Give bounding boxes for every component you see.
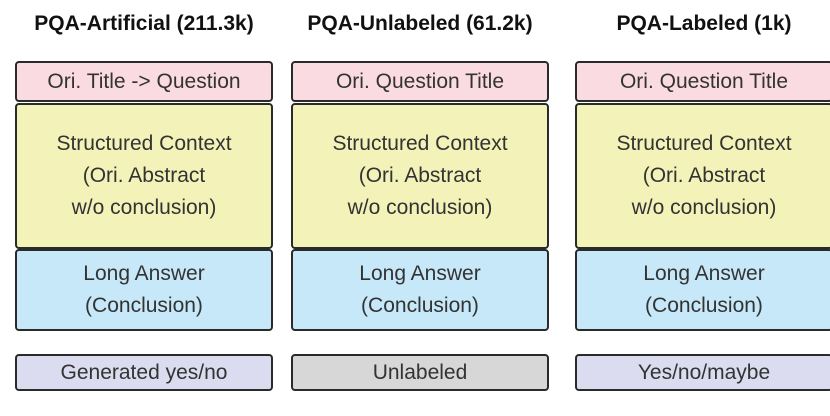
title-box: Ori. Question Title [575, 61, 830, 102]
context-box: Structured Context (Ori. Abstract w/o co… [291, 103, 549, 249]
context-line: w/o conclusion) [631, 196, 777, 219]
label-box: Generated yes/no [15, 354, 273, 391]
context-line: Structured Context [56, 132, 232, 155]
title-box: Ori. Title -> Question [15, 61, 273, 102]
answer-line: Long Answer [359, 262, 481, 285]
context-line: (Ori. Abstract [358, 164, 482, 187]
answer-line: (Conclusion) [645, 294, 763, 317]
dataset-column-unlabeled: PQA-Unlabeled (61.2k) Ori. Question Titl… [291, 0, 549, 416]
context-line: w/o conclusion) [71, 196, 217, 219]
label-box: Unlabeled [291, 354, 549, 391]
label-box-text: Unlabeled [372, 360, 468, 384]
answer-box: Long Answer (Conclusion) [15, 249, 273, 331]
title-box-text: Ori. Question Title [619, 69, 789, 93]
label-box-text: Yes/no/maybe [637, 360, 771, 384]
column-header: PQA-Labeled (1k) [616, 12, 792, 35]
dataset-column-artificial: PQA-Artificial (211.3k) Ori. Title -> Qu… [15, 0, 273, 416]
answer-box: Long Answer (Conclusion) [575, 249, 830, 331]
context-box: Structured Context (Ori. Abstract w/o co… [15, 103, 273, 249]
label-box: Yes/no/maybe [575, 354, 830, 391]
answer-line: (Conclusion) [85, 294, 203, 317]
column-header: PQA-Artificial (211.3k) [34, 12, 254, 35]
context-line: (Ori. Abstract [82, 164, 206, 187]
context-line: (Ori. Abstract [642, 164, 766, 187]
context-line: Structured Context [616, 132, 792, 155]
answer-line: (Conclusion) [361, 294, 479, 317]
answer-box: Long Answer (Conclusion) [291, 249, 549, 331]
title-box-text: Ori. Question Title [335, 69, 505, 93]
title-box: Ori. Question Title [291, 61, 549, 102]
title-box-text: Ori. Title -> Question [47, 69, 241, 93]
context-box: Structured Context (Ori. Abstract w/o co… [575, 103, 830, 249]
answer-line: Long Answer [83, 262, 205, 285]
context-line: Structured Context [332, 132, 508, 155]
label-box-text: Generated yes/no [60, 360, 228, 384]
answer-line: Long Answer [643, 262, 765, 285]
context-line: w/o conclusion) [347, 196, 493, 219]
column-header: PQA-Unlabeled (61.2k) [307, 12, 533, 35]
dataset-column-labeled: PQA-Labeled (1k) Ori. Question Title Str… [575, 0, 830, 416]
